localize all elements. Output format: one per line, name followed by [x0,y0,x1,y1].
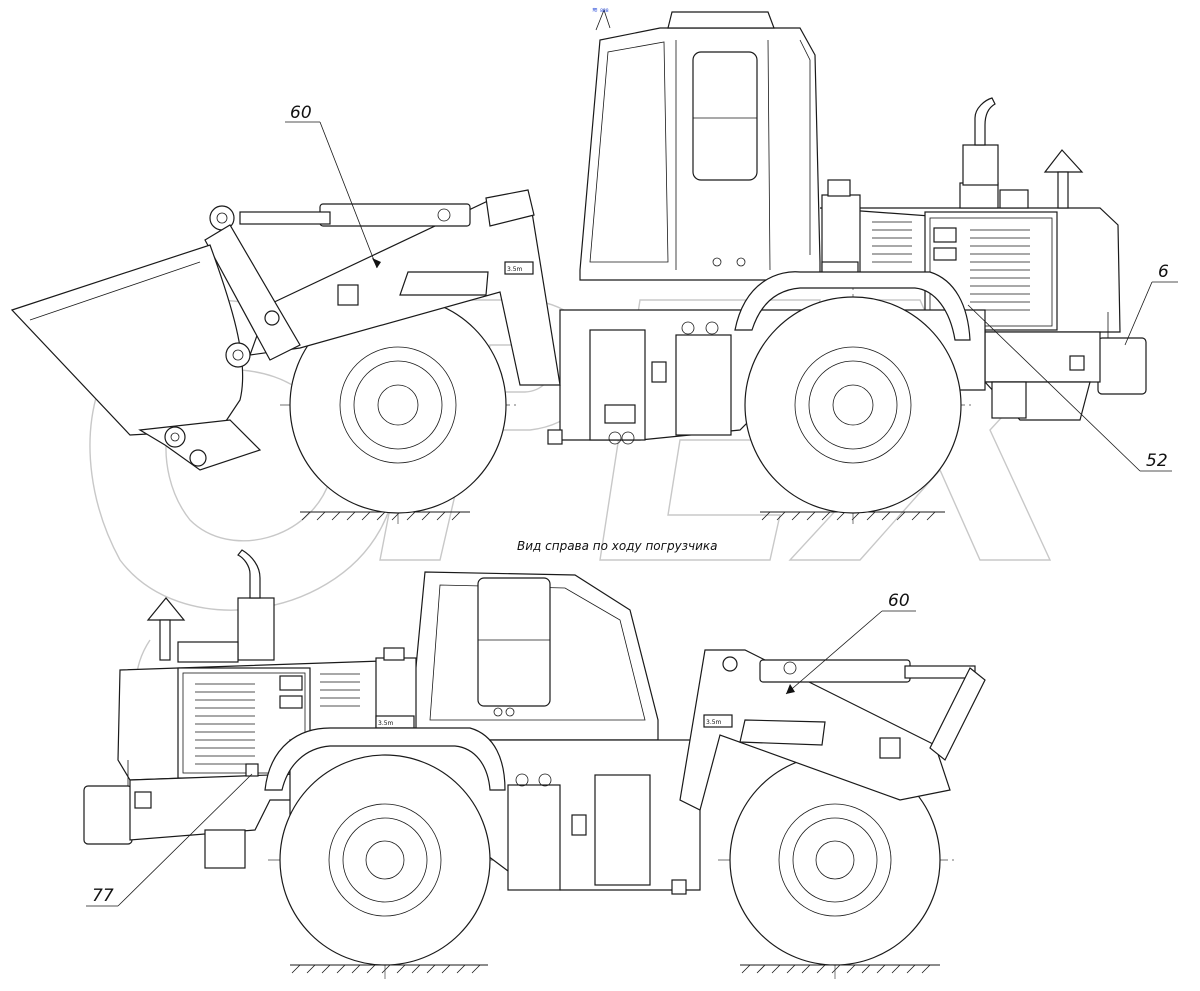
top-rear-fender [734,271,971,341]
bottom-lift-arm: 3.5m [679,649,951,811]
callout-60-bottom: 60 [785,591,916,695]
top-cab [579,8,861,281]
bottom-front-wheel [729,754,941,966]
callout-6: 6 [1124,262,1178,346]
bottom-rear-wheel [279,754,491,966]
top-rear-wheel [744,296,962,514]
bottom-cab: 3.5m [375,571,659,741]
top-loader-side-view: 3.5m ≋ ₈₈₈ [10,6,1147,525]
callout-52-label: 52 [1146,451,1168,471]
callout-60-top-label: 60 [290,103,312,123]
bottom-engine-hood [83,549,411,869]
bottom-rear-fender [264,727,506,791]
bottom-ground [290,964,940,974]
top-bell-crank [204,224,301,361]
callout-77-label: 77 [92,886,114,906]
callout-77: 77 [86,773,253,907]
bottom-plate-label-1: 3.5m [378,720,394,727]
callout-52: 52 [967,304,1172,472]
callout-60-bottom-label: 60 [888,591,910,611]
callout-6-label: 6 [1158,262,1169,282]
top-plate-label: 3.5m [507,266,523,273]
top-mark: ≋ ₈₈₈ [592,6,609,14]
top-lift-arm: 3.5m [249,189,561,386]
view-caption: Вид справа по ходу погрузчика [517,539,718,553]
bottom-plate-label-2: 3.5m [706,719,722,726]
top-bucket [10,244,262,471]
bottom-tilt-cylinder [759,659,986,761]
callout-60-top: 60 [285,103,381,269]
bottom-loader-side-view: 3.5m [83,549,986,980]
top-tilt-cylinder [209,203,471,231]
